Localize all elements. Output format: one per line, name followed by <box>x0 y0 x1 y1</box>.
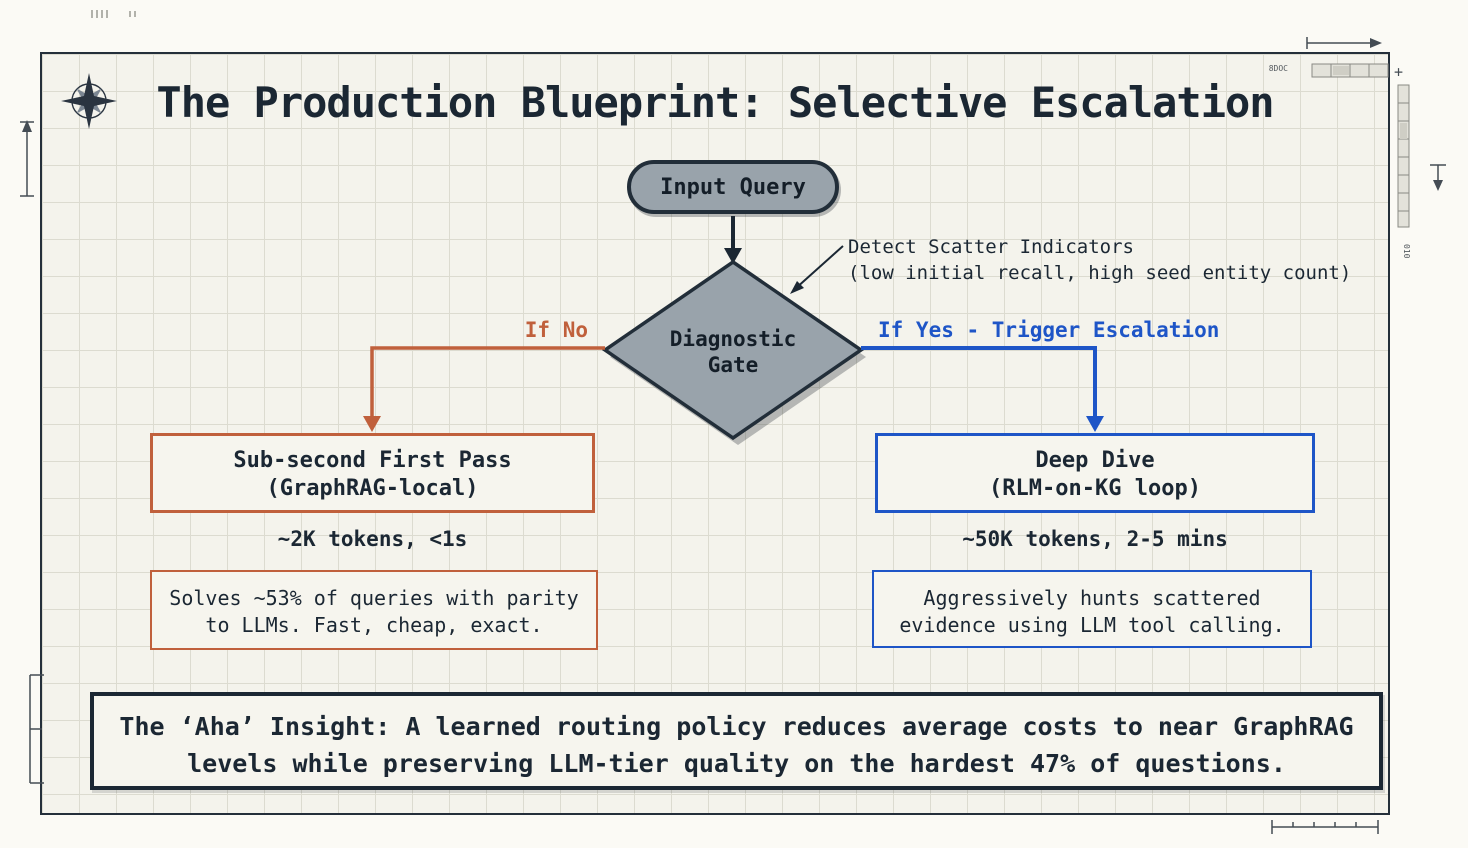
left-cost-metric: ~2K tokens, <1s <box>277 527 468 551</box>
right-note-box: Aggressively hunts scattered evidence us… <box>872 570 1312 648</box>
left-box-line1: Sub-second First Pass <box>233 448 512 473</box>
left-note-line1: Solves ~53% of queries with parity <box>169 586 579 610</box>
top-right-dimension-line <box>1306 37 1382 49</box>
annotation-line1: Detect Scatter Indicators <box>848 236 1134 258</box>
sub-second-first-pass-node: Sub-second First Pass (GraphRAG-local) <box>150 433 595 513</box>
down-arrow-mark <box>1430 164 1446 191</box>
annotation-line2: (low initial recall, high seed entity co… <box>848 262 1352 284</box>
right-vertical-ruler: 010 <box>1397 84 1446 259</box>
insight-line1: The ‘Aha’ Insight: A learned routing pol… <box>119 712 1354 741</box>
gate-label-line2: Gate <box>707 353 759 377</box>
input-query-node: Input Query <box>627 160 839 214</box>
insight-line2: levels while preserving LLM-tier quality… <box>187 749 1286 778</box>
page-title: The Production Blueprint: Selective Esca… <box>156 78 1274 127</box>
left-note-box: Solves ~53% of queries with parity to LL… <box>150 570 598 650</box>
right-cost-metric: ~50K tokens, 2-5 mins <box>962 527 1228 551</box>
right-note-line1: Aggressively hunts scattered <box>923 586 1261 610</box>
scatter-indicator-annotation: Detect Scatter Indicators (low initial r… <box>848 234 1388 286</box>
left-box-line2: (GraphRAG-local) <box>266 476 479 501</box>
if-no-label: If No <box>524 318 588 342</box>
plus-mark: + <box>1394 63 1403 81</box>
top-edge-ticks <box>91 10 136 18</box>
deep-dive-node: Deep Dive (RLM-on-KG loop) <box>875 433 1315 513</box>
right-box-line1: Deep Dive <box>1035 448 1155 473</box>
right-note-line2: evidence using LLM tool calling. <box>899 613 1285 637</box>
ruler-right-label: 010 <box>1402 244 1411 259</box>
aha-insight-box: The ‘Aha’ Insight: A learned routing pol… <box>90 692 1383 790</box>
left-note-line2: to LLMs. Fast, cheap, exact. <box>205 613 543 637</box>
right-box-line2: (RLM-on-KG loop) <box>989 476 1201 501</box>
if-yes-label: If Yes - Trigger Escalation <box>878 318 1220 342</box>
bottom-right-ruler <box>1271 820 1379 834</box>
diagnostic-gate-label: Diagnostic Gate <box>633 326 833 378</box>
left-edge-dimension <box>20 120 34 197</box>
gate-label-line1: Diagnostic <box>669 327 797 351</box>
input-query-label: Input Query <box>660 174 806 200</box>
